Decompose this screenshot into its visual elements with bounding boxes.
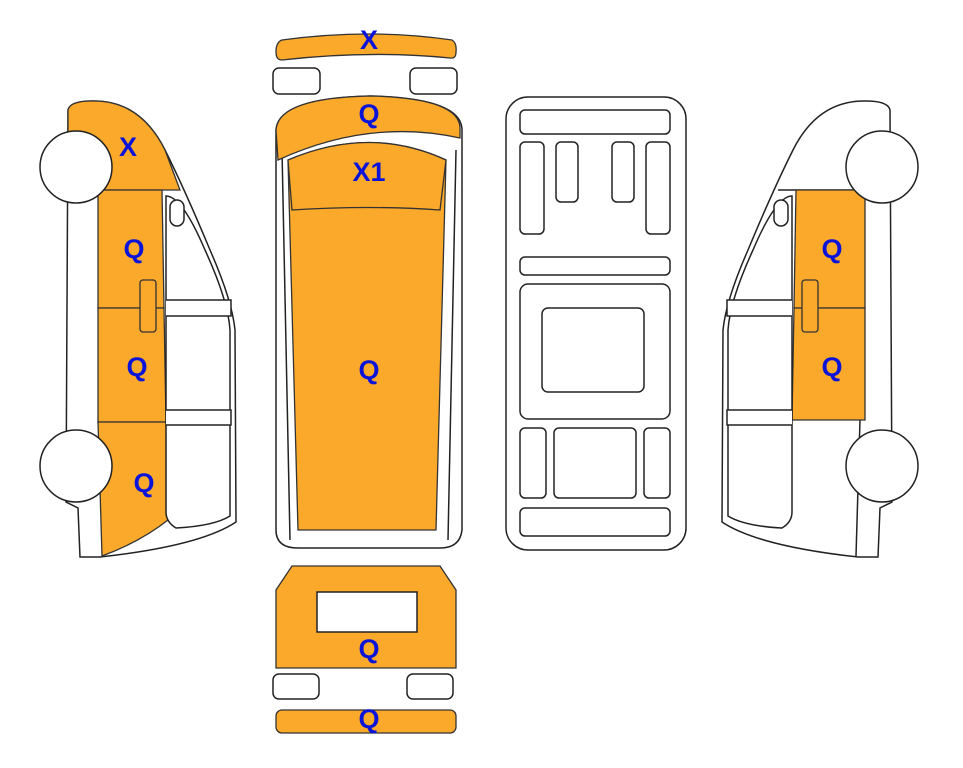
rear-bumper-panel[interactable]: [275, 709, 457, 734]
rear-window: [316, 591, 418, 633]
damage-label: Q: [358, 99, 379, 129]
panel: [519, 256, 671, 276]
left-window-frame: [165, 195, 231, 529]
right-rear-wheel: [845, 429, 919, 503]
panel: [553, 427, 637, 499]
panel: [541, 307, 645, 393]
right-pillar: [726, 299, 792, 317]
bonnet-panel[interactable]: [275, 95, 461, 161]
right-window-frame: [727, 195, 793, 529]
panel: [643, 427, 671, 499]
panel: [519, 507, 671, 537]
damage-label: Q: [358, 704, 379, 734]
damage-label: Q: [821, 234, 842, 264]
tail-light-right: [406, 673, 454, 700]
damage-label: Q: [358, 634, 379, 664]
damage-label: X1: [352, 157, 385, 187]
left-side-view: X Q Q Q: [39, 100, 237, 558]
left-pillar: [166, 299, 232, 317]
top-side-line: [281, 149, 457, 541]
left-mirror: [169, 199, 185, 227]
headlight-right: [409, 67, 458, 95]
left-door-handle: [139, 279, 157, 333]
panel: [645, 141, 671, 235]
damage-label: Q: [133, 468, 154, 498]
front-bumper-panel[interactable]: [275, 33, 457, 61]
windscreen-panel[interactable]: [287, 141, 447, 211]
damage-label: Q: [123, 234, 144, 264]
panel: [519, 427, 547, 499]
damage-label: Q: [126, 352, 147, 382]
rear-view: Q Q: [272, 565, 457, 734]
damage-label: X: [360, 25, 378, 55]
damage-label: Q: [821, 352, 842, 382]
panel: [519, 141, 545, 235]
panel: [519, 109, 671, 135]
left-front-wheel: [39, 130, 113, 204]
top-view: X Q X1 Q: [272, 25, 463, 549]
right-front-wheel: [845, 130, 919, 204]
underside-view: [505, 96, 687, 551]
damage-label: X: [119, 132, 137, 162]
right-pillar: [726, 409, 792, 426]
damage-label: Q: [358, 355, 379, 385]
right-mirror: [773, 199, 789, 227]
left-pillar: [166, 409, 232, 426]
tail-light-left: [272, 673, 320, 700]
panel: [611, 141, 635, 203]
right-side-view: Q Q: [721, 100, 919, 558]
headlight-left: [272, 67, 321, 95]
panel: [555, 141, 579, 203]
left-rear-wheel: [39, 429, 113, 503]
right-door-handle: [801, 279, 819, 333]
